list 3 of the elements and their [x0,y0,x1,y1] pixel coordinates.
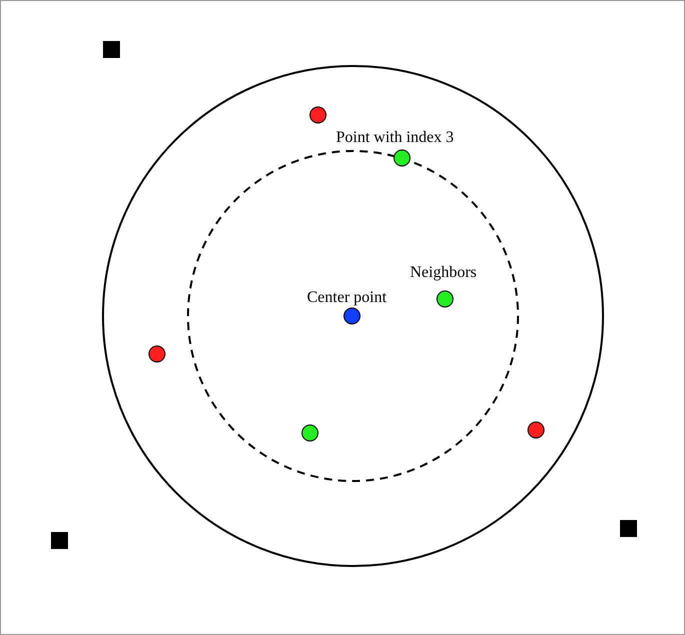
point-label: Center point [307,289,387,307]
point-label: Point with index 3 [336,129,454,147]
point-label: Neighbors [410,264,477,282]
